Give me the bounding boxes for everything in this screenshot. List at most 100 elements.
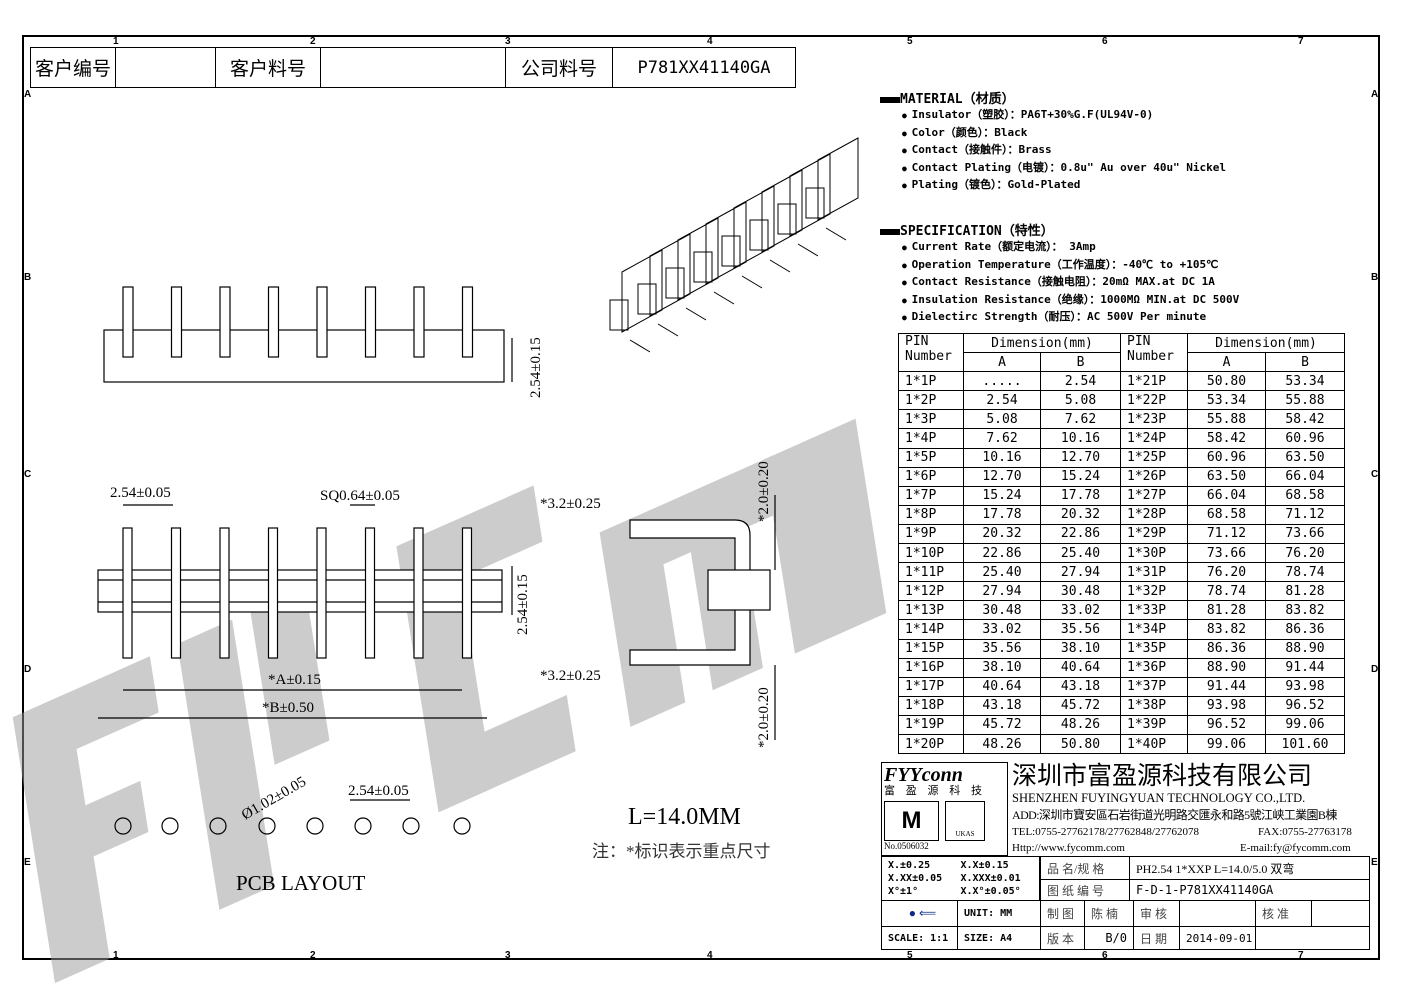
specification-item: Insulation Resistance（绝缘）：1000MΩ MIN.at … — [902, 292, 1240, 310]
ruler-col: 1 — [113, 36, 119, 47]
name-label: 品 名/规 格 — [1040, 856, 1130, 880]
dim-sq: SQ0.64±0.05 — [320, 488, 400, 504]
ruler-col: 2 — [310, 36, 316, 47]
table-cell: 73.66 — [1187, 543, 1266, 564]
pcb-hole — [161, 817, 179, 835]
iso-pin-tail — [769, 259, 791, 273]
iso-pin-tail — [685, 307, 707, 321]
pin-top — [461, 286, 474, 358]
table-cell: 1*24P — [1120, 428, 1188, 449]
table-cell: 1*39P — [1120, 714, 1188, 735]
company-part-value: P781XX41140GA — [612, 47, 796, 88]
iso-housing — [665, 267, 685, 299]
table-cell: 2.54 — [963, 390, 1041, 411]
dim-20-top: *2.0±0.20 — [756, 461, 772, 522]
name-value: PH2.54 1*XXP L=14.0/5.0 双弯 — [1129, 856, 1370, 880]
company-logo-cn: 富 盈 源 科 技 — [884, 785, 986, 797]
revision-value: B/0 — [1084, 926, 1134, 950]
pin-number-header: PIN Number — [898, 332, 964, 373]
pcb-hole — [209, 817, 227, 835]
table-cell: 91.44 — [1265, 657, 1345, 678]
iso-pin-tail — [713, 291, 735, 305]
material-section: MATERIAL（材质） Insulator（塑胶）：PA6T+30%G.F(U… — [880, 88, 1226, 195]
company-name-en: SHENZHEN FUYINGYUAN TECHNOLOGY CO.,LTD. — [1012, 791, 1306, 805]
table-cell: 20.32 — [963, 523, 1041, 545]
table-cell: 1*15P — [898, 638, 964, 659]
ruler-row: A — [24, 89, 32, 100]
projection-symbol-icon: ● ⟸ — [881, 900, 958, 927]
customer-part-label: 客户料号 — [215, 47, 321, 88]
table-cell: 78.74 — [1265, 562, 1345, 583]
note: 注：*标识表示重点尺寸 — [592, 842, 771, 861]
pcb-hole — [306, 817, 324, 835]
table-cell: 1*7P — [898, 485, 964, 506]
iso-housing — [609, 299, 629, 331]
pin-top — [170, 286, 183, 358]
ruler-col-bottom: 4 — [707, 950, 713, 961]
tol-3: X.XXX±0.01 — [960, 873, 1021, 884]
drawn-label: 制 图 — [1040, 900, 1085, 927]
table-cell: 35.56 — [1040, 619, 1121, 640]
company-website: Http://www.fycomm.com — [1012, 842, 1125, 854]
drawing-frame — [22, 35, 1380, 960]
table-cell: 38.10 — [1040, 638, 1121, 659]
scale: SCALE: 1:1 — [881, 926, 958, 950]
moody-cert-icon: M — [884, 801, 939, 841]
table-cell: 40.64 — [963, 676, 1041, 697]
pin-front — [122, 527, 133, 659]
company-fax: FAX:0755-27763178 — [1258, 826, 1352, 838]
table-cell: 83.82 — [1187, 619, 1266, 640]
watermark-stroke — [177, 619, 275, 910]
ruler-row-right: C — [1371, 469, 1379, 480]
ruler-col: 6 — [1102, 36, 1108, 47]
specification-item: Operation Temperature（工作温度）：-40℃ to +105… — [902, 257, 1239, 275]
side-pin — [629, 519, 751, 666]
table-cell: 60.96 — [1265, 428, 1345, 449]
table-cell: 55.88 — [1265, 390, 1345, 411]
company-address: ADD:深圳市寶安區石岩街道光明路交匯永和路5號江峡工業園B棟 — [1012, 808, 1337, 822]
material-item: Plating（镀色）：Gold-Plated — [902, 177, 1226, 195]
table-cell: 1*14P — [898, 619, 964, 640]
table-cell: 1*33P — [1120, 600, 1188, 621]
ruler-row: D — [24, 664, 32, 675]
customer-no-value — [115, 47, 216, 88]
table-cell: 101.60 — [1265, 733, 1345, 755]
iso-housing — [777, 203, 797, 235]
table-cell: 50.80 — [1187, 371, 1266, 392]
iso-pin-tail — [741, 275, 763, 289]
dim-height: 2.54±0.15 — [528, 337, 544, 398]
iso-housing — [749, 219, 769, 251]
iso-pin — [817, 137, 859, 221]
table-cell: 99.06 — [1187, 733, 1266, 755]
ruler-row-right: B — [1371, 272, 1379, 283]
table-cell: 63.50 — [1265, 447, 1345, 468]
ruler-row: C — [24, 469, 32, 480]
table-cell: 48.26 — [963, 733, 1041, 755]
table-cell: 1*8P — [898, 504, 964, 525]
table-cell: 1*32P — [1120, 581, 1188, 602]
iso-housing — [637, 283, 657, 315]
ruler-col-bottom: 6 — [1102, 950, 1108, 961]
pin-top — [219, 286, 231, 358]
dim-pcb-pitch: 2.54±0.05 — [348, 783, 409, 799]
watermark-stroke — [429, 695, 576, 813]
pin-front — [219, 527, 230, 659]
material-item: Insulator（塑胶）：PA6T+30%G.F(UL94V-0) — [902, 107, 1226, 125]
approve-label: 核 准 — [1255, 900, 1312, 927]
tol-0: X.±0.25 — [888, 860, 931, 871]
pin-top — [413, 286, 425, 358]
table-cell: 1*21P — [1120, 371, 1188, 392]
pcb-hole — [402, 817, 420, 835]
ruler-col: 5 — [907, 36, 913, 47]
table-cell: 1*1P — [898, 371, 964, 392]
material-item: Color（颜色）：Black — [902, 125, 1226, 143]
table-cell: 2.54 — [1040, 371, 1121, 392]
dim-20-bottom: *2.0±0.20 — [756, 687, 772, 748]
pin-front — [267, 527, 279, 659]
pcb-hole — [354, 817, 372, 835]
drawn-by: 陈 楠 — [1084, 900, 1134, 927]
